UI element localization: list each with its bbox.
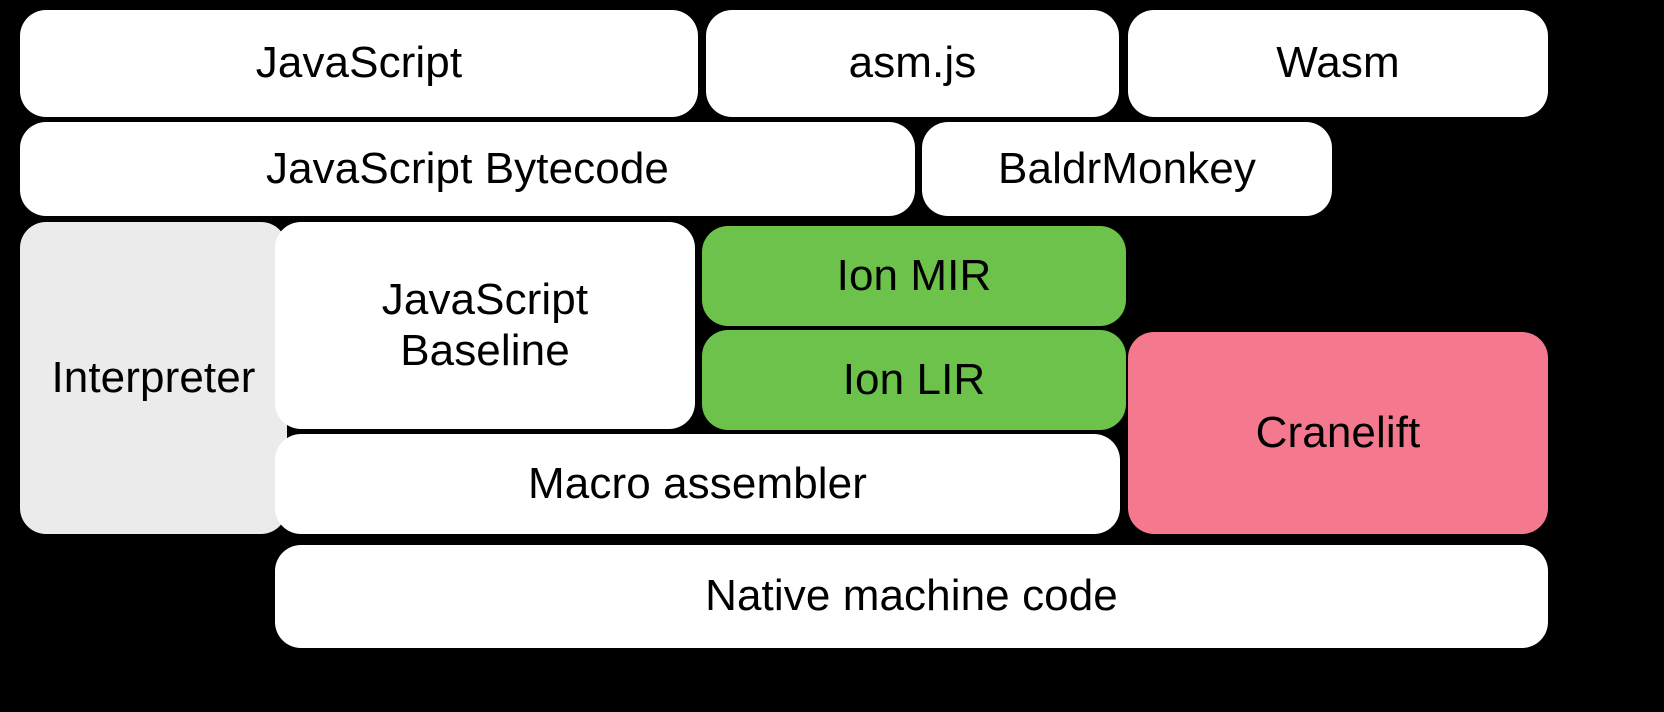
node-macro-assembler: Macro assembler: [275, 434, 1120, 534]
node-wasm: Wasm: [1128, 10, 1548, 117]
node-baldrmonkey: BaldrMonkey: [922, 122, 1332, 216]
node-javascript-baseline: JavaScript Baseline: [275, 222, 695, 429]
node-ion-mir: Ion MIR: [702, 226, 1126, 326]
node-ion-lir: Ion LIR: [702, 330, 1126, 430]
node-interpreter: Interpreter: [20, 222, 287, 534]
node-asmjs: asm.js: [706, 10, 1119, 117]
node-native-machine-code: Native machine code: [275, 545, 1548, 648]
node-javascript-bytecode: JavaScript Bytecode: [20, 122, 915, 216]
node-javascript: JavaScript: [20, 10, 698, 117]
node-cranelift: Cranelift: [1128, 332, 1548, 534]
